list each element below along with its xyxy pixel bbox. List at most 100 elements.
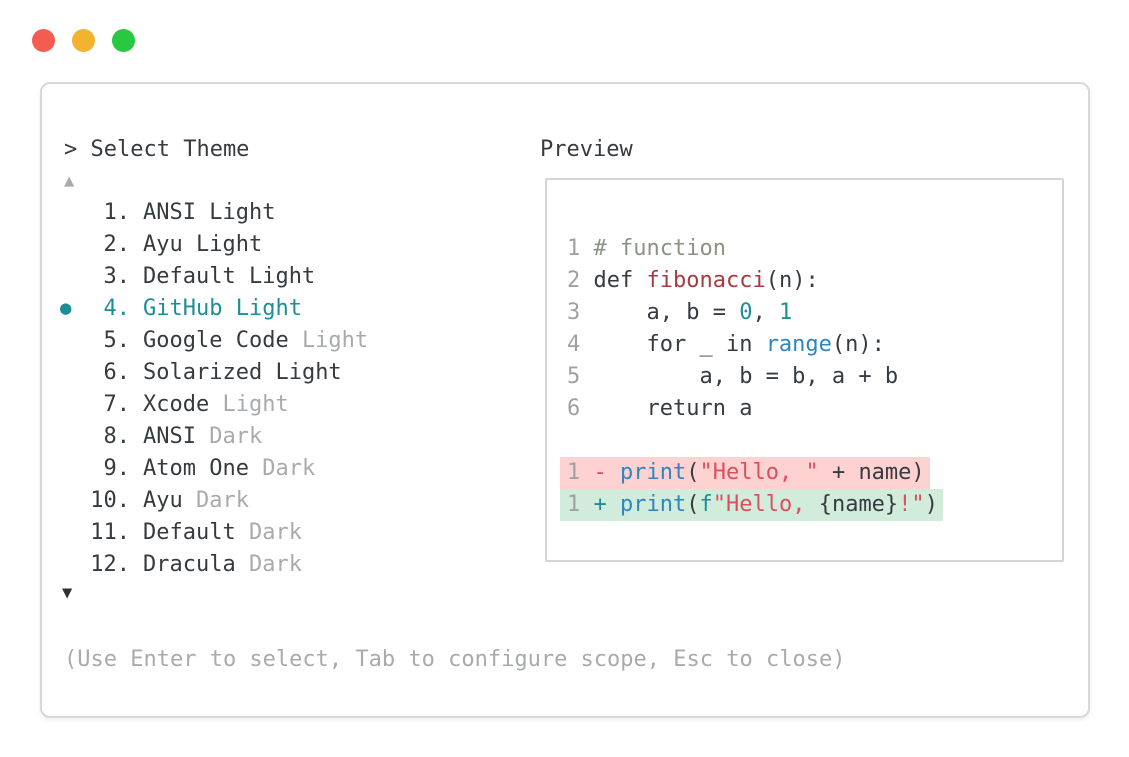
code-token: 0 — [739, 300, 753, 325]
code-line-content: 1 # function — [567, 233, 726, 265]
theme-item-number: 8. — [103, 423, 131, 449]
footer-hint: (Use Enter to select, Tab to configure s… — [64, 647, 846, 672]
line-number: 2 — [567, 268, 594, 293]
theme-item-number: 7. — [103, 391, 131, 417]
theme-item-default-dark[interactable]: 11. Default Dark — [42, 516, 542, 548]
code-token: print — [620, 460, 687, 485]
window-controls — [32, 29, 135, 52]
theme-item-number: 6. — [103, 359, 131, 385]
code-token: "Hello, — [712, 492, 819, 517]
theme-item-variant: Light — [248, 263, 316, 289]
theme-item-number: 4. — [103, 295, 131, 321]
theme-item-name: Dracula — [143, 551, 236, 577]
theme-item-ayu-dark[interactable]: 10. Ayu Dark — [42, 484, 542, 516]
minimize-button-icon[interactable] — [72, 29, 95, 52]
theme-item-variant: Dark — [209, 423, 263, 449]
line-number: 3 — [567, 300, 594, 325]
theme-item-xcode-light[interactable]: 7. Xcode Light — [42, 388, 542, 420]
theme-item-github-light[interactable]: ● 4. GitHub Light — [42, 292, 542, 324]
theme-item-ansi-dark[interactable]: 8. ANSI Dark — [42, 420, 542, 452]
theme-item-ayu-light[interactable]: 2. Ayu Light — [42, 228, 542, 260]
theme-item-default-light[interactable]: 3. Default Light — [42, 260, 542, 292]
code-token: ( — [686, 492, 700, 517]
zoom-button-icon[interactable] — [112, 29, 135, 52]
line-number: 4 — [567, 332, 594, 357]
code-line: 1 - print("Hello, " + name) — [560, 457, 1062, 489]
theme-item-number: 9. — [103, 455, 131, 481]
theme-item-name: Ayu — [143, 231, 183, 257]
code-line — [567, 425, 1062, 457]
code-token: "Hello, " — [699, 460, 819, 485]
code-token: (n): — [831, 332, 885, 357]
preview-label: Preview — [540, 137, 633, 162]
code-token: + name) — [818, 460, 925, 485]
code-line: 6 return a — [567, 393, 1062, 425]
code-line: 3 a, b = 0, 1 — [567, 297, 1062, 329]
theme-item-number: 1. — [103, 199, 131, 225]
code-token: def — [593, 268, 647, 293]
theme-item-name: Ayu — [143, 487, 183, 513]
theme-item-name: GitHub — [143, 295, 223, 321]
theme-item-atom-one-dark[interactable]: 9. Atom One Dark — [42, 452, 542, 484]
theme-item-variant: Dark — [262, 455, 316, 481]
selected-bullet-icon: ● — [60, 297, 72, 319]
code-token: fibonacci — [646, 268, 766, 293]
code-line: 5 a, b = b, a + b — [567, 361, 1062, 393]
theme-item-variant: Light — [195, 231, 263, 257]
theme-item-variant: Light — [275, 359, 342, 385]
code-line-content: 6 return a — [567, 393, 752, 425]
theme-item-number: 10. — [90, 487, 130, 513]
dialog-title: > Select Theme — [64, 137, 250, 162]
close-button-icon[interactable] — [32, 29, 55, 52]
theme-item-name: ANSI — [143, 423, 196, 449]
code-token: (n): — [765, 268, 819, 293]
scroll-down-icon[interactable]: ▼ — [62, 583, 73, 603]
code-token: {name} — [818, 492, 899, 517]
theme-item-variant: Light — [235, 295, 302, 321]
code-line-content: 5 a, b = b, a + b — [567, 361, 898, 393]
theme-item-name: Xcode — [143, 391, 210, 417]
theme-item-number: 5. — [103, 327, 131, 353]
theme-item-name: Default — [143, 519, 236, 545]
diff-del-line: 1 - print("Hello, " + name) — [560, 457, 930, 489]
code-line: 2 def fibonacci(n): — [567, 265, 1062, 297]
theme-item-number: 12. — [90, 551, 130, 577]
theme-item-variant: Dark — [248, 519, 302, 545]
theme-item-solarized-light[interactable]: 6. Solarized Light — [42, 356, 542, 388]
theme-item-name: Atom One — [143, 455, 249, 481]
code-token: # function — [593, 236, 726, 261]
theme-item-variant: Light — [222, 391, 289, 417]
theme-item-number: 11. — [90, 519, 130, 545]
diff-add-line: 1 + print(f"Hello, {name}!") — [560, 489, 943, 521]
code-token: a, b = — [593, 300, 740, 325]
code-token: + — [593, 492, 620, 517]
code-token: f — [699, 492, 713, 517]
code-token: !" — [898, 492, 925, 517]
code-token: , — [752, 300, 779, 325]
theme-item-variant: Dark — [195, 487, 249, 513]
line-number: 1 — [567, 492, 594, 517]
code-token: ) — [924, 492, 938, 517]
code-token: return a — [593, 396, 753, 421]
code-line-content: 2 def fibonacci(n): — [567, 265, 819, 297]
code-token: ( — [686, 460, 700, 485]
code-token: - — [593, 460, 620, 485]
code-line: 1 + print(f"Hello, {name}!") — [560, 489, 1062, 521]
code-line: 4 for _ in range(n): — [567, 329, 1062, 361]
theme-item-name: Default — [143, 263, 236, 289]
code-token: print — [620, 492, 687, 517]
theme-item-name: Solarized — [143, 359, 263, 385]
theme-item-name: ANSI — [143, 199, 196, 225]
theme-item-number: 3. — [103, 263, 131, 289]
code-token: range — [765, 332, 832, 357]
code-line: 1 # function — [567, 233, 1062, 265]
theme-item-number: 2. — [103, 231, 131, 257]
scroll-up-icon[interactable]: ▲ — [64, 171, 75, 191]
code-token: a, b = b, a + b — [593, 364, 899, 389]
